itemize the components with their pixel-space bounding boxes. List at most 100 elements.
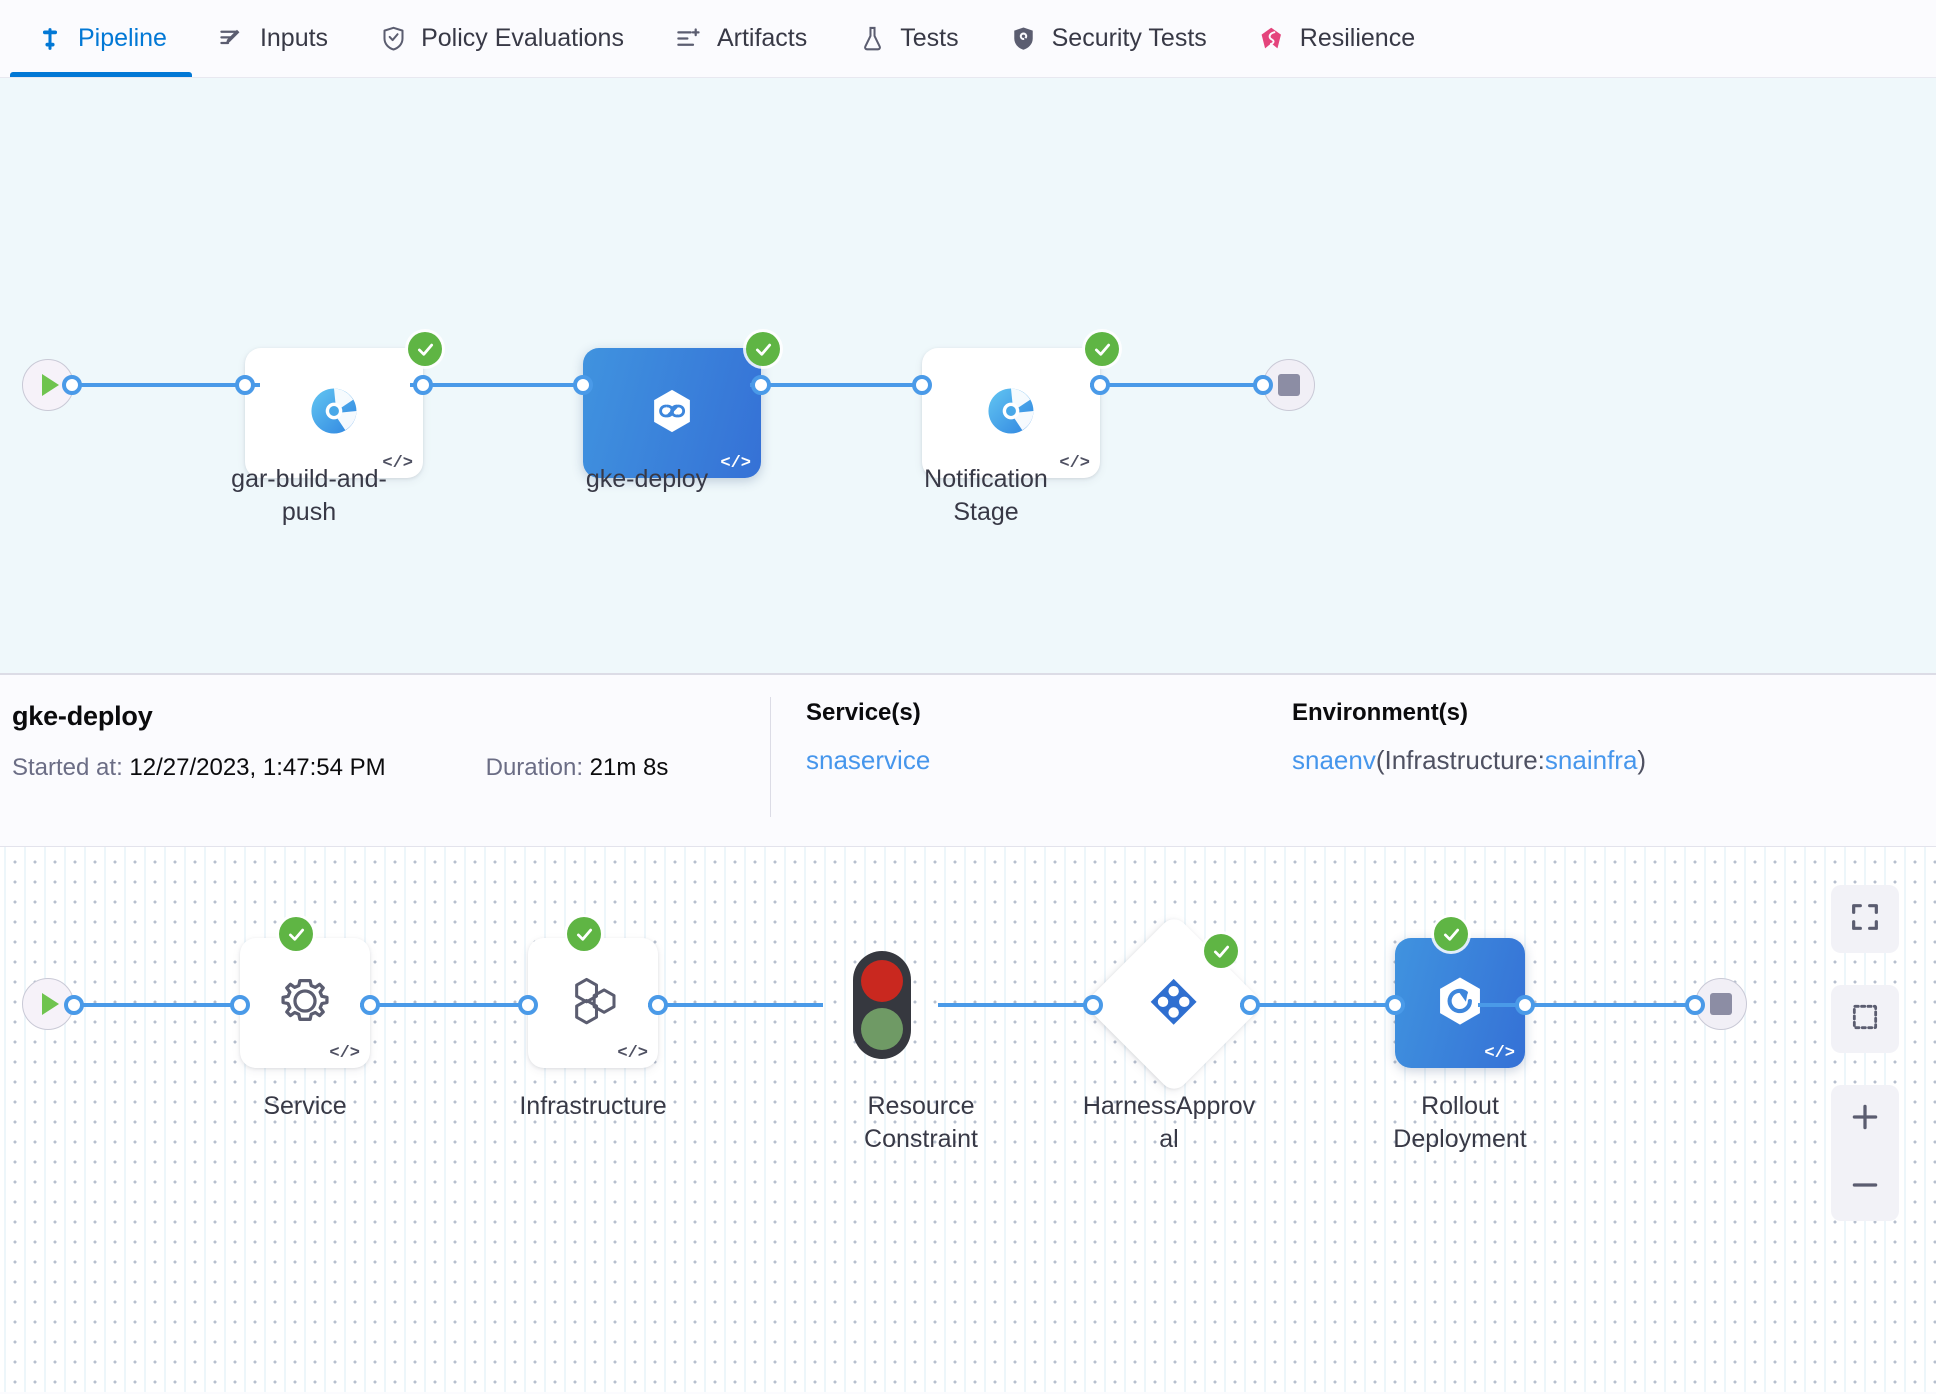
fit-to-screen-button[interactable]: [1831, 885, 1899, 953]
graph-edge: [62, 1003, 247, 1007]
tab-resilience[interactable]: Resilience: [1232, 0, 1440, 77]
tab-label: Resilience: [1299, 24, 1416, 52]
step-node-infrastructure[interactable]: </>: [528, 938, 658, 1068]
code-yaml-icon[interactable]: </>: [617, 1044, 648, 1063]
plus-icon: [1848, 1100, 1882, 1139]
graph-edge: [938, 1003, 1093, 1007]
code-yaml-icon[interactable]: </>: [329, 1044, 360, 1063]
expand-icon: [1849, 901, 1881, 938]
graph-port[interactable]: [518, 995, 538, 1015]
graph-port[interactable]: [1685, 995, 1705, 1015]
services-column: Service(s) snaservice: [806, 699, 930, 776]
service-link[interactable]: snaservice: [806, 745, 931, 775]
step-node-label: Service: [263, 1092, 347, 1120]
graph-edge: [1090, 383, 1270, 387]
stage-node-label: gke-deploy: [585, 465, 709, 493]
code-yaml-icon[interactable]: </>: [382, 454, 413, 473]
step-node-resource-constraint[interactable]: [853, 951, 911, 1059]
traffic-light-green-lamp: [861, 1008, 903, 1050]
play-icon: [42, 374, 59, 396]
tab-label: Security Tests: [1051, 24, 1207, 52]
page-title: gke-deploy: [12, 701, 153, 731]
code-yaml-icon[interactable]: </>: [720, 454, 751, 473]
code-yaml-icon[interactable]: </>: [1484, 1044, 1515, 1063]
status-badge-success: [1434, 917, 1468, 951]
graph-port[interactable]: [648, 995, 668, 1015]
graph-edge: [648, 1003, 823, 1007]
graph-port[interactable]: [235, 375, 255, 395]
tab-policy-evaluations[interactable]: Policy Evaluations: [353, 0, 649, 77]
zoom-out-button[interactable]: [1831, 1153, 1899, 1221]
tab-inputs[interactable]: Inputs: [192, 0, 353, 77]
graph-port[interactable]: [1083, 995, 1103, 1015]
environments-header: Environment(s): [1292, 699, 1469, 726]
status-badge-success: [408, 332, 442, 366]
graph-controls: [1831, 885, 1899, 1221]
graph-port[interactable]: [751, 375, 771, 395]
stage-node-gar-build-and-push[interactable]: </>: [245, 348, 423, 478]
tab-pipeline[interactable]: Pipeline: [10, 0, 192, 77]
rollout-icon: [1431, 972, 1489, 1035]
harness-cd-icon: [646, 385, 698, 442]
execution-graph-canvas[interactable]: </> Service </> Infrastructure: [0, 847, 1936, 1392]
graph-port[interactable]: [64, 995, 84, 1015]
stop-icon: [1278, 374, 1300, 396]
tab-label: Pipeline: [78, 24, 167, 52]
select-area-button[interactable]: [1831, 985, 1899, 1053]
graph-edge: [750, 383, 920, 387]
tab-artifacts[interactable]: Artifacts: [649, 0, 832, 77]
stage-node-notification-stage[interactable]: </>: [922, 348, 1100, 478]
stop-icon: [1710, 993, 1732, 1015]
environment-link[interactable]: snaenv: [1292, 745, 1376, 775]
graph-port[interactable]: [360, 995, 380, 1015]
flask-icon: [857, 24, 887, 54]
hexagons-icon: [565, 973, 621, 1034]
started-at-label: Started at:: [12, 754, 123, 781]
graph-port[interactable]: [1240, 995, 1260, 1015]
started-at-value: 12/27/2023, 1:47:54 PM: [129, 754, 386, 781]
infrastructure-prefix: (Infrastructure:: [1375, 745, 1545, 775]
services-header: Service(s): [806, 699, 921, 726]
pipeline-icon: [35, 24, 65, 54]
graph-port[interactable]: [1090, 375, 1110, 395]
inputs-icon: [217, 24, 247, 54]
zoom-in-button[interactable]: [1831, 1085, 1899, 1153]
duration-label: Duration:: [485, 754, 583, 781]
graph-edge: [1240, 1003, 1405, 1007]
marquee-select-icon: [1849, 1001, 1881, 1038]
tab-security-tests[interactable]: Security Tests: [984, 0, 1232, 77]
gear-icon: [277, 973, 333, 1034]
harness-ci-icon: [984, 384, 1038, 443]
graph-port[interactable]: [573, 375, 593, 395]
graph-port[interactable]: [230, 995, 250, 1015]
pipeline-graph-canvas[interactable]: </> gar-build-and- push </> gke-deploy: [0, 78, 1936, 675]
graph-edge: [410, 383, 580, 387]
stage-node-gke-deploy[interactable]: </>: [583, 348, 761, 478]
traffic-light-icon: [861, 960, 903, 1002]
tab-label: Tests: [900, 24, 959, 52]
step-node-label: Resource Constraint: [864, 1092, 978, 1153]
graph-port[interactable]: [62, 375, 82, 395]
graph-edge: [1478, 1003, 1693, 1007]
infrastructure-link[interactable]: snainfra: [1544, 745, 1638, 775]
security-shield-icon: [1009, 24, 1039, 54]
harness-ci-icon: [307, 384, 361, 443]
duration: Duration: 21m 8s: [486, 754, 669, 782]
tab-tests[interactable]: Tests: [832, 0, 983, 77]
graph-port[interactable]: [413, 375, 433, 395]
pipeline-start-node[interactable]: [22, 359, 74, 411]
resilience-icon: [1257, 24, 1287, 54]
code-yaml-icon[interactable]: </>: [1059, 454, 1090, 473]
vertical-divider: [770, 697, 771, 817]
started-at: Started at: 12/27/2023, 1:47:54 PM: [12, 754, 386, 782]
infrastructure-suffix: ): [1637, 745, 1647, 775]
policy-shield-icon: [378, 24, 408, 54]
graph-port[interactable]: [1253, 375, 1273, 395]
step-node-harness-approval[interactable]: [1083, 913, 1265, 1095]
status-badge-success: [567, 917, 601, 951]
step-node-service[interactable]: </>: [240, 938, 370, 1068]
graph-port[interactable]: [912, 375, 932, 395]
duration-value: 21m 8s: [589, 754, 669, 781]
graph-port[interactable]: [1385, 995, 1405, 1015]
graph-port[interactable]: [1515, 995, 1535, 1015]
